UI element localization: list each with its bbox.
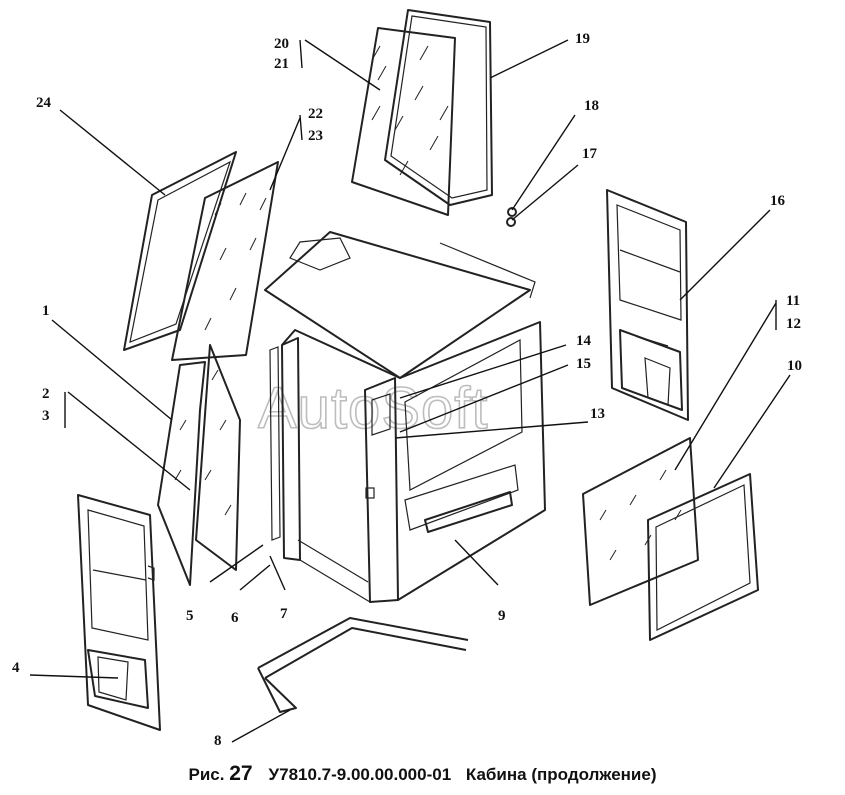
door-4 [77,494,161,731]
callout-14: 14 [576,333,592,349]
callout-labels: 20 21 19 18 17 24 22 23 16 11 12 10 1 2 … [12,31,802,749]
figure-subtitle: (продолжение) [531,765,657,784]
callout-20: 20 [274,36,289,52]
fastener-17-18 [506,207,517,227]
door-16 [606,189,689,421]
callout-19: 19 [575,31,590,47]
figure-title: Кабина [465,765,527,784]
callout-24: 24 [36,95,52,111]
figure-number: 27 [229,762,253,785]
callout-22: 22 [308,106,323,122]
drawing-code: У7810.7-9.00.00.000-01 [268,765,452,784]
callout-8: 8 [214,733,222,749]
callout-2: 2 [42,386,50,402]
callout-9: 9 [498,608,506,624]
callout-11: 11 [786,293,800,309]
callout-10: 10 [787,358,802,374]
door-glass-1 [157,344,241,586]
callout-13: 13 [590,406,605,422]
rear-window-assembly [351,9,493,216]
callout-3: 3 [42,408,50,424]
side-glass-22-23 [171,161,279,361]
callout-23: 23 [308,128,323,144]
figure-prefix: Рис. [188,765,225,784]
side-glass-10-12 [582,437,759,641]
seal-frame-24 [123,151,237,351]
seal-strip-8 [257,617,469,713]
leader-lines [29,39,791,743]
callout-7: 7 [280,606,288,622]
callout-18: 18 [584,98,599,114]
callout-17: 17 [582,146,598,162]
figure-caption: Рис. 27 У7810.7-9.00.00.000-01 Кабина (пр… [0,762,845,786]
callout-12: 12 [786,316,801,332]
figure-label: Рис. 27 [188,762,253,785]
callout-1: 1 [42,303,50,319]
cabin-body [264,231,546,603]
callout-16: 16 [770,193,786,209]
callout-4: 4 [12,660,20,676]
callout-21: 21 [274,56,289,72]
callout-15: 15 [576,356,591,372]
callout-6: 6 [231,610,239,626]
callout-5: 5 [186,608,194,624]
